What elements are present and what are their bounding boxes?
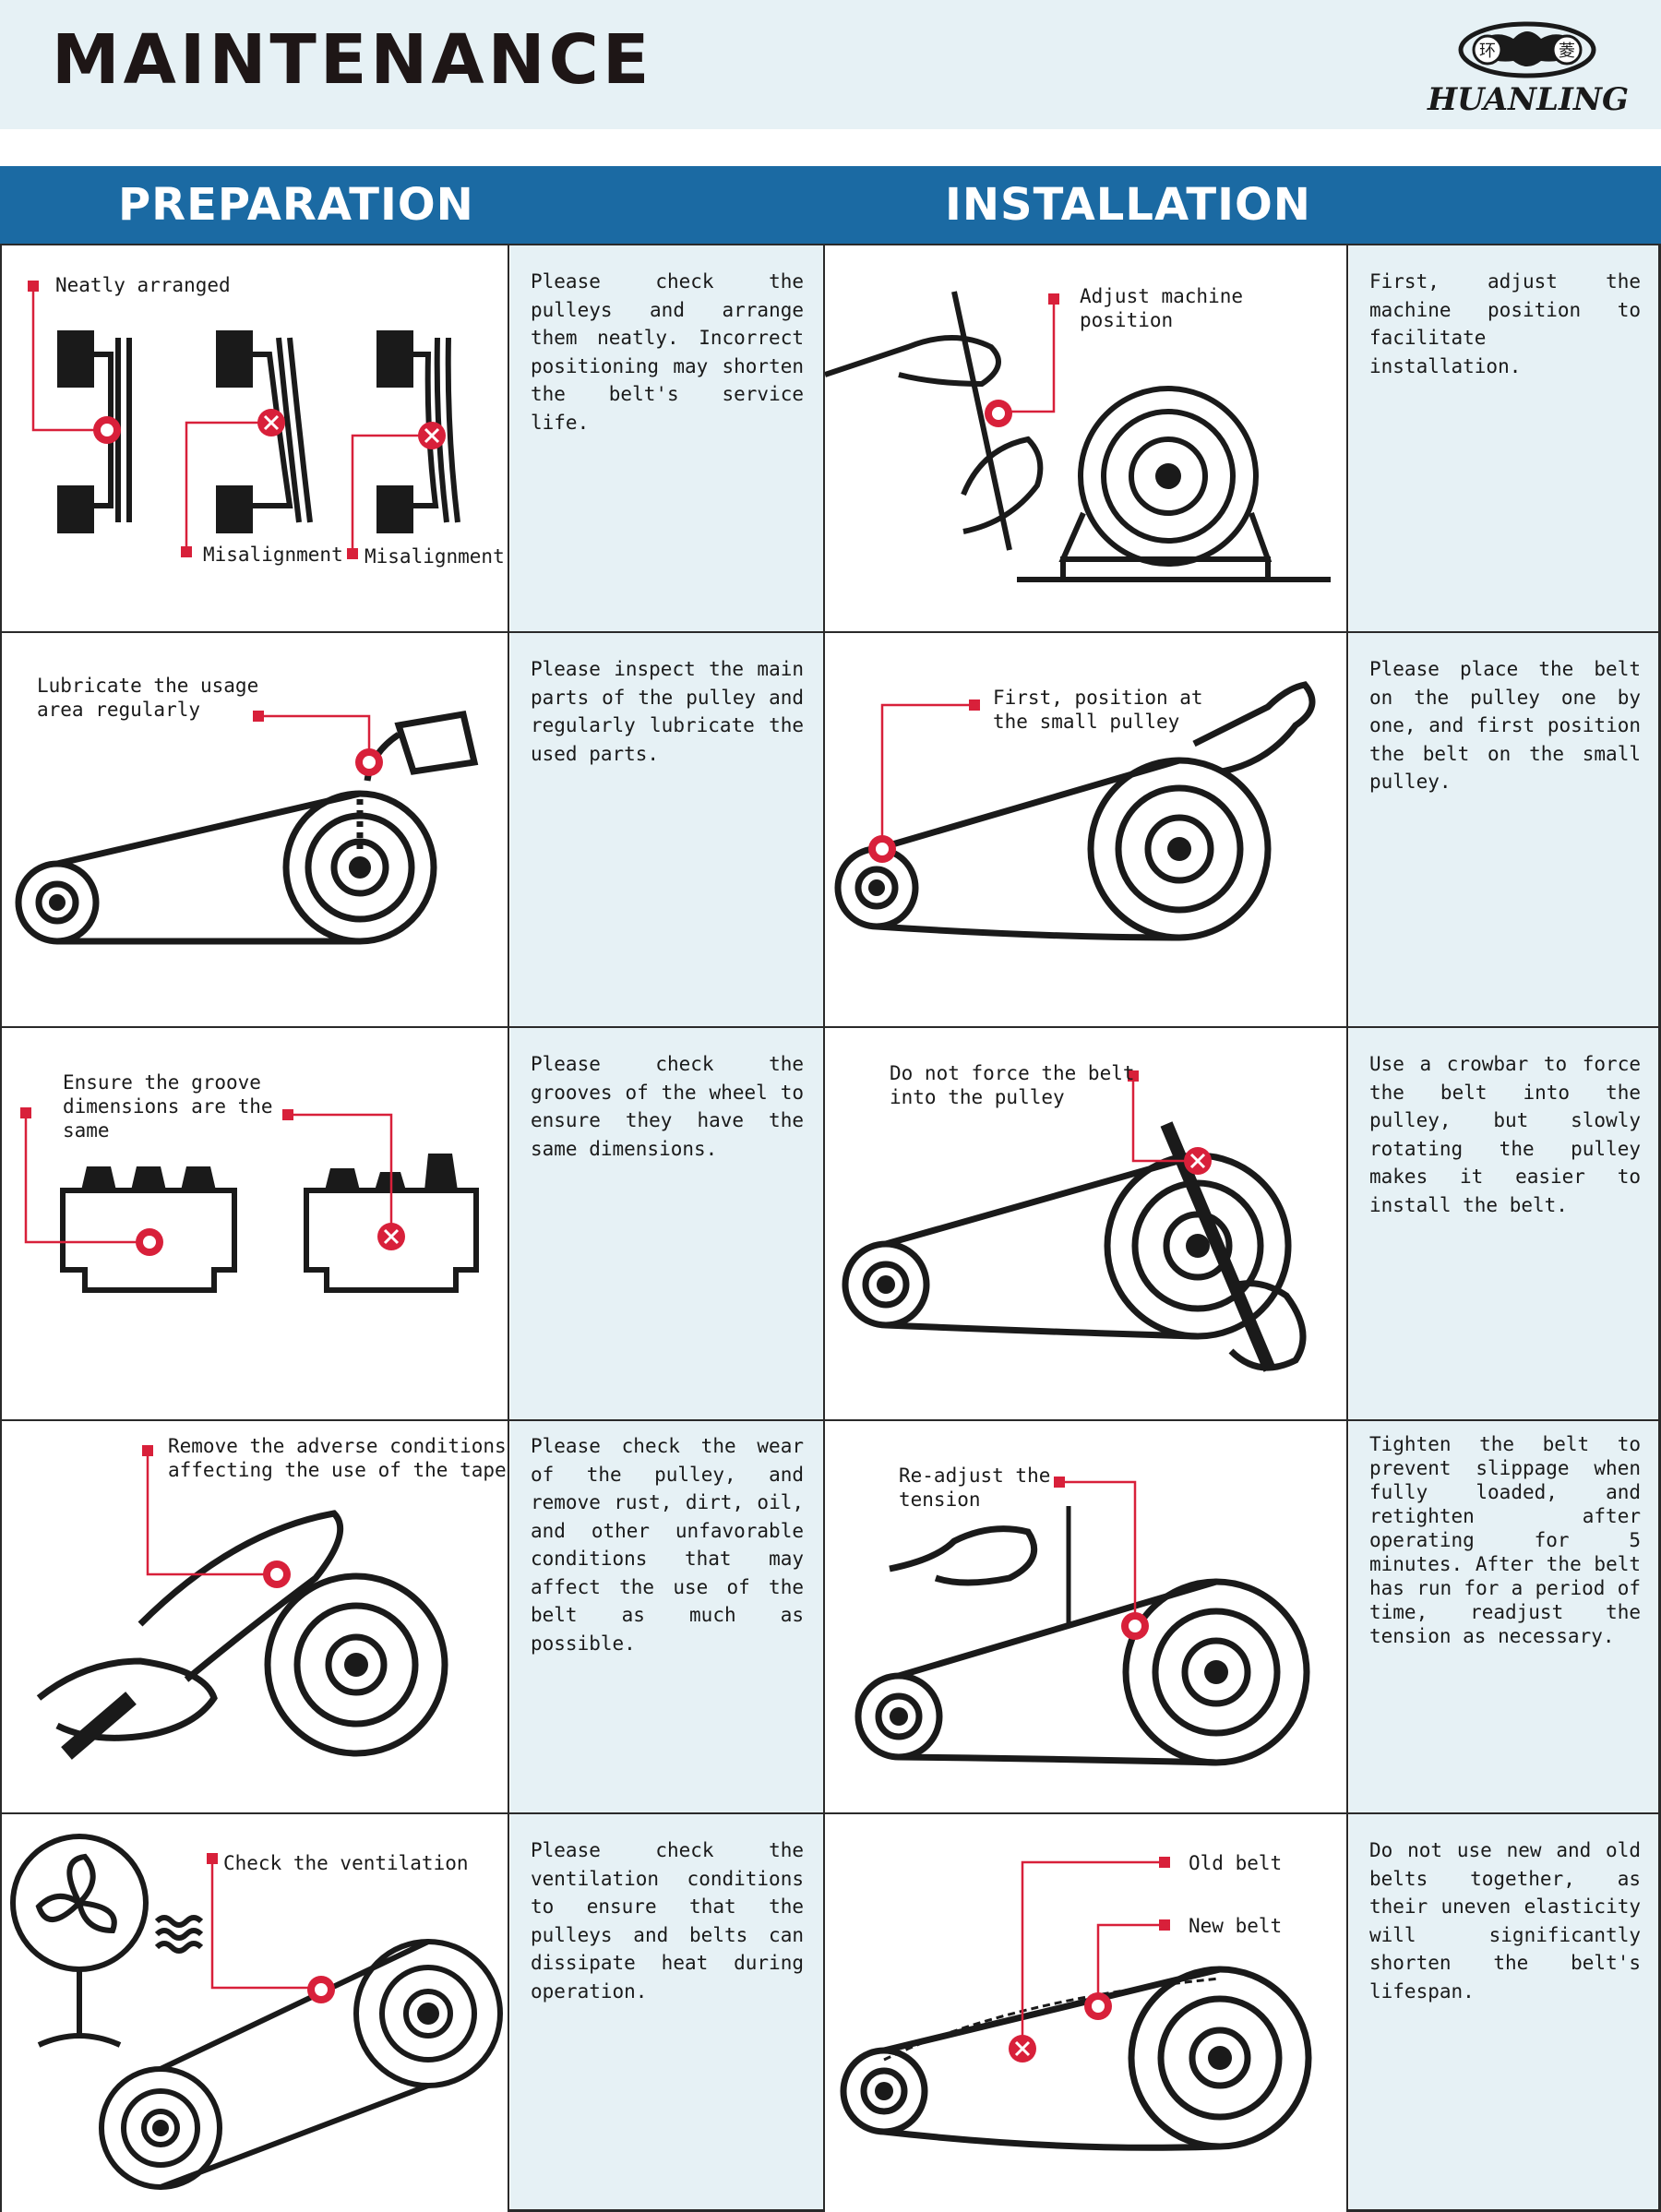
callout-position-small-pulley: First, position at the small pulley xyxy=(993,687,1203,733)
grid-line-col-1 xyxy=(508,244,509,2212)
page-title: MAINTENANCE xyxy=(52,20,653,100)
callout-readjust-tension: Re-adjust the tension xyxy=(899,1465,1051,1511)
logo-char-right: 菱 xyxy=(1559,42,1575,61)
illustration-old-new-belt xyxy=(825,1814,1346,2212)
illustration-pulley-alignment xyxy=(2,245,508,631)
callout-do-not-force: Do not force the belt into the pulley xyxy=(890,1062,1135,1108)
prep-text-5: Please check the ventilation conditions … xyxy=(510,1814,824,2212)
callout-new-belt: New belt xyxy=(1189,1915,1283,1937)
illustration-position-small-pulley xyxy=(825,633,1346,1026)
illustration-lubricate xyxy=(2,633,508,1026)
illustration-readjust-tension xyxy=(825,1421,1346,1812)
grid-line-row-2 xyxy=(0,1026,1661,1028)
preparation-heading: PREPARATION xyxy=(118,179,474,231)
huanling-logo: 环 菱 xyxy=(1458,21,1596,78)
grid-line-row-3 xyxy=(0,1419,1661,1421)
inst-text-4: Tighten the belt to prevent slippage whe… xyxy=(1349,1421,1661,1812)
illustration-ventilation xyxy=(2,1814,508,2212)
installation-heading: INSTALLATION xyxy=(945,179,1311,231)
grid-line-top xyxy=(0,244,1661,245)
callout-neatly-arranged: Neatly arranged xyxy=(55,274,231,296)
callout-adjust-machine: Adjust machine position xyxy=(1080,285,1244,331)
inst-text-1: First, adjust the machine position to fa… xyxy=(1349,245,1661,631)
prep-text-4: Please check the wear of the pulley, and… xyxy=(510,1421,824,1812)
callout-misalignment-2: Misalignment xyxy=(364,545,505,568)
inst-text-5: Do not use new and old belts together, a… xyxy=(1349,1814,1661,2212)
callout-misalignment-1: Misalignment xyxy=(203,544,343,566)
prep-text-1: Please check the pulleys and arrange the… xyxy=(510,245,824,631)
page-header xyxy=(0,0,1661,129)
section-header-bar: PREPARATION INSTALLATION xyxy=(0,166,1661,244)
grid-line-col-3 xyxy=(1346,244,1348,2212)
grid-line-right xyxy=(1658,244,1661,2212)
callout-groove-dimensions: Ensure the groove dimensions are the sam… xyxy=(63,1071,273,1142)
callout-remove-conditions: Remove the adverse conditions affecting … xyxy=(168,1435,507,1481)
grid-line-col-2 xyxy=(823,244,825,2212)
callout-ventilation: Check the ventilation xyxy=(223,1852,469,1874)
inst-text-2: Please place the belt on the pulley one … xyxy=(1349,633,1661,1026)
prep-text-3: Please check the grooves of the wheel to… xyxy=(510,1028,824,1419)
grid-line-row-4 xyxy=(0,1812,1661,1814)
inst-text-3: Use a crowbar to force the belt into the… xyxy=(1349,1028,1661,1419)
illustration-remove-conditions xyxy=(2,1421,508,1812)
illustration-adjust-machine xyxy=(825,245,1346,631)
illustration-groove-dimensions xyxy=(2,1028,508,1419)
logo-char-left: 环 xyxy=(1479,42,1496,61)
grid-line-left xyxy=(0,244,2,2212)
illustration-do-not-force xyxy=(825,1028,1346,1419)
callout-lubricate: Lubricate the usage area regularly xyxy=(37,675,259,721)
brand-name: HUANLING xyxy=(1427,81,1630,118)
prep-text-2: Please inspect the main parts of the pul… xyxy=(510,633,824,1026)
grid-line-row-1 xyxy=(0,631,1661,633)
callout-old-belt: Old belt xyxy=(1189,1852,1283,1874)
